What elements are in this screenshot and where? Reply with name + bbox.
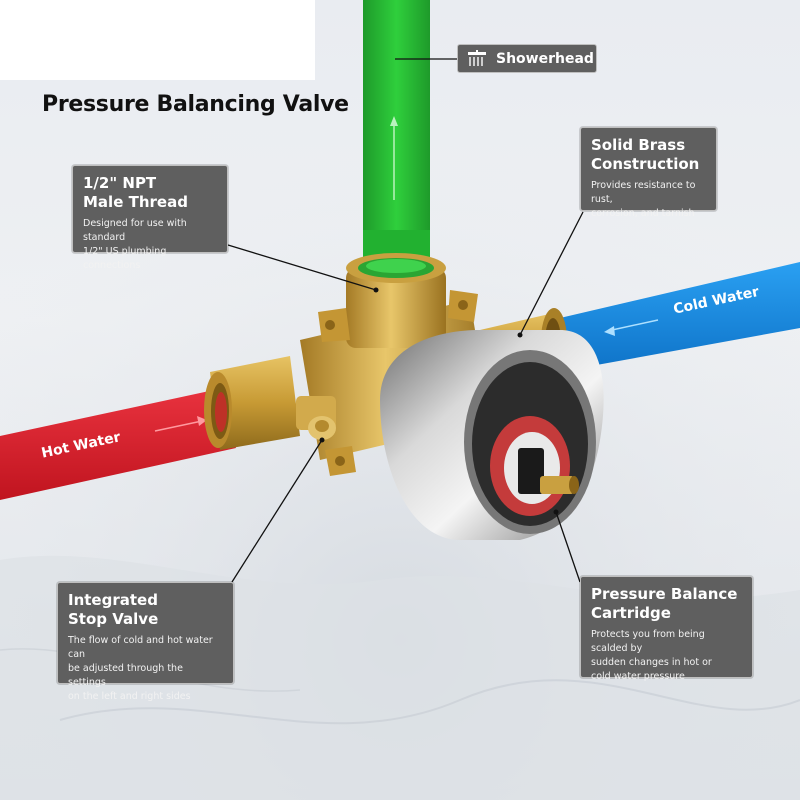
showerhead-text: Showerhead bbox=[496, 50, 594, 67]
callout-desc: The flow of cold and hot water can be ad… bbox=[68, 635, 213, 702]
callout-pressure-cartridge: Pressure Balance Cartridge Protects you … bbox=[580, 576, 753, 682]
callout-desc: Designed for use with standard 1/2" US p… bbox=[83, 218, 187, 271]
callout-title: 1/2" NPT Male Thread bbox=[83, 174, 188, 211]
callout-npt-thread: 1/2" NPT Male Thread Designed for use wi… bbox=[72, 165, 228, 271]
leader-lines bbox=[227, 58, 584, 583]
showerhead-icon bbox=[468, 49, 486, 66]
page-title: Pressure Balancing Valve bbox=[42, 92, 349, 117]
callout-title: Pressure Balance Cartridge bbox=[591, 585, 738, 622]
callout-stop-valve: Integrated Stop Valve The flow of cold a… bbox=[57, 582, 234, 702]
showerhead-label: Showerhead bbox=[457, 44, 597, 73]
cartridge-cover bbox=[380, 330, 604, 540]
callout-desc: Protects you from being scalded by sudde… bbox=[591, 629, 712, 682]
callout-desc: Provides resistance to rust, corrosion, … bbox=[591, 180, 696, 219]
hot-water-flow bbox=[0, 390, 236, 500]
showerhead-flow bbox=[363, 0, 430, 262]
callout-solid-brass: Solid Brass Construction Provides resist… bbox=[580, 127, 717, 219]
callout-title: Integrated Stop Valve bbox=[68, 591, 159, 628]
cold-water-flow bbox=[560, 262, 800, 368]
callout-title: Solid Brass Construction bbox=[591, 136, 700, 173]
